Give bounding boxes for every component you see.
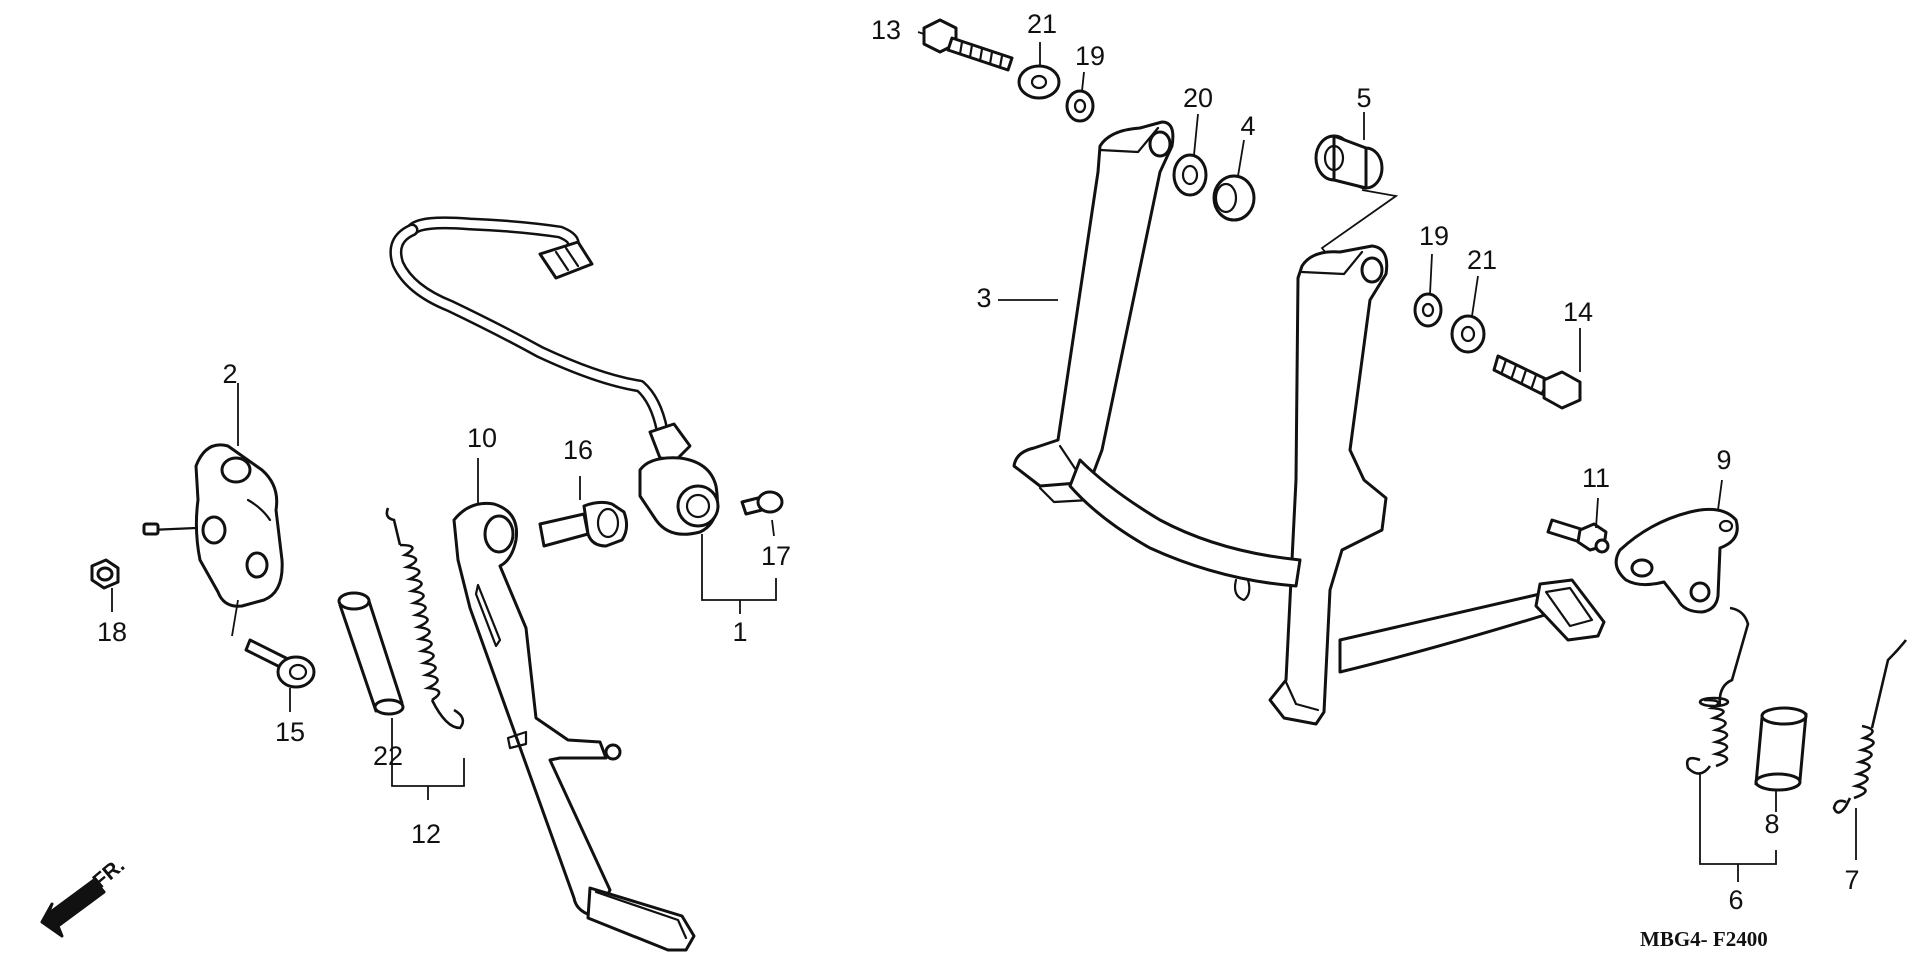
part-17-screw [740,490,784,516]
part-8-collar [1754,706,1808,792]
part-14-bolt [1492,354,1582,410]
front-direction-arrow: FR. [40,854,129,938]
part-16-pivot-bolt [538,500,629,548]
callout-10: 10 [467,423,497,453]
part-1-sidestand-switch [389,216,720,536]
callout-6: 6 [1728,885,1743,915]
part-18-flange-nut [90,558,120,590]
callout-15: 15 [275,717,305,747]
part-7-spring [1832,639,1908,814]
callout-1: 1 [732,617,747,647]
part-10-side-stand [452,501,696,952]
part-9-stopper-plate [1614,507,1739,614]
part-21-washer-top [1017,64,1061,100]
part-3-main-stand [1012,120,1606,726]
callout-9: 9 [1716,445,1731,475]
part-20-washer [1172,153,1208,197]
callout-5: 5 [1356,83,1371,113]
callout-19-top: 19 [1075,41,1105,71]
part-12-spring [385,507,465,730]
part-5-bush [1314,134,1399,259]
part-13-bolt [922,18,1014,72]
callout-11: 11 [1582,463,1610,493]
callout-3: 3 [976,283,991,313]
leader-lines [111,31,1857,882]
part-15-bolt [244,638,316,689]
drawing-code: MBG4- F2400 [1640,927,1768,951]
callout-8: 8 [1764,809,1779,839]
part-11-bolt [1546,518,1610,554]
part-21-washer-right [1450,314,1486,354]
callout-22: 22 [373,741,403,771]
callout-17: 17 [761,541,791,571]
callout-4: 4 [1240,111,1255,141]
callout-13: 13 [871,15,901,45]
callout-18: 18 [97,617,127,647]
callout-14: 14 [1563,297,1593,327]
part-22-collar [337,591,405,716]
part-6-spring [1685,606,1750,775]
callout-21-right: 21 [1467,245,1497,275]
part-4-collar [1212,174,1256,222]
callout-21-top: 21 [1027,9,1057,39]
callout-2: 2 [222,359,237,389]
part-19-lock-washer-top [1065,89,1095,123]
callout-12: 12 [411,819,441,849]
callout-16: 16 [563,435,593,465]
callout-7: 7 [1844,865,1859,895]
part-19-lock-washer-right [1413,292,1443,328]
part-2-sidestand-bracket [142,443,284,608]
callout-19-right: 19 [1419,221,1449,251]
callout-20: 20 [1183,83,1213,113]
